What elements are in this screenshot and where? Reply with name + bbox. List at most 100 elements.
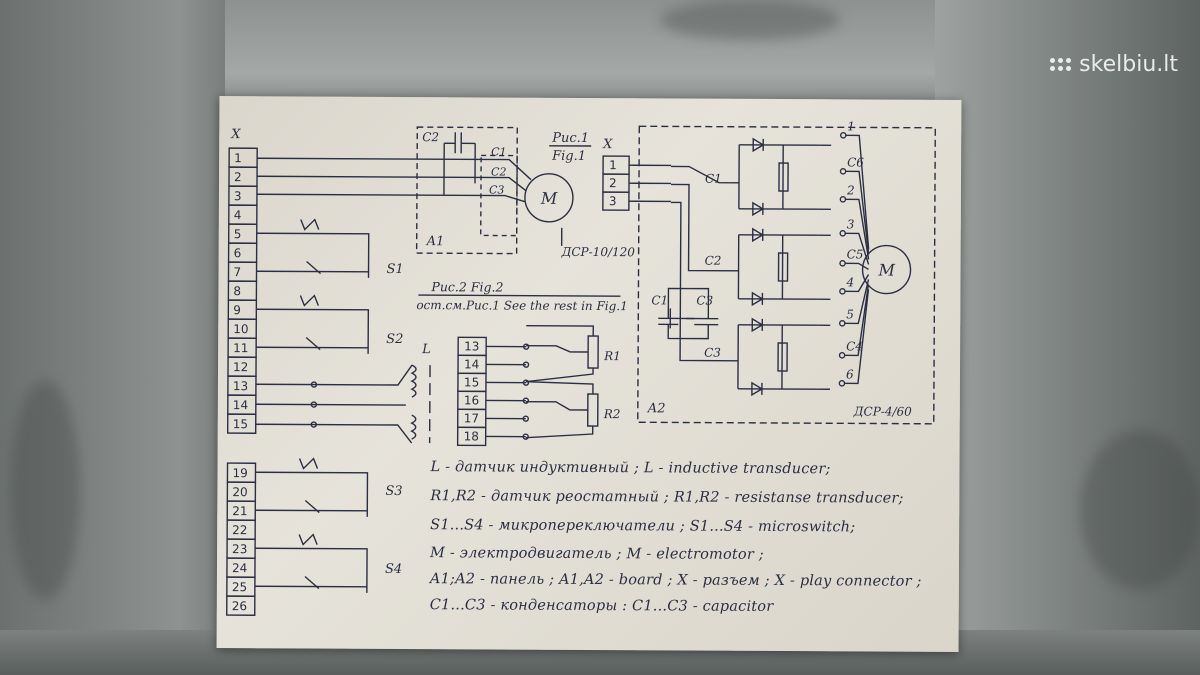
s1-upper-wire xyxy=(256,232,370,278)
connector-x-pin: 10 xyxy=(233,322,248,336)
wire xyxy=(255,403,406,406)
s2-upper-wire xyxy=(256,308,370,354)
connector-x-pin: 6 xyxy=(234,246,242,260)
board-a2-outline xyxy=(637,125,936,425)
terminal-dot xyxy=(522,397,530,404)
resistor-panel-pin: 13 xyxy=(464,339,479,353)
s3-upper-wire xyxy=(255,509,368,512)
connector-x-pin: 19 xyxy=(232,466,247,480)
connector-x-pin: 4 xyxy=(234,208,242,222)
output-terminal xyxy=(838,380,846,387)
bridge-resistor xyxy=(777,252,789,282)
stain xyxy=(660,0,840,40)
s4-upper-wire xyxy=(254,585,367,588)
fig1-title-ru: Рис.1 xyxy=(551,131,589,146)
fig1-c2-label: C2 xyxy=(422,130,439,144)
s1-upper-wire xyxy=(256,270,369,273)
terminal-dot xyxy=(522,433,529,440)
underline xyxy=(418,294,621,297)
motor-m-fig1-label: M xyxy=(540,189,558,208)
a2-capacitor-c1-label: C1 xyxy=(651,293,668,307)
wire xyxy=(667,287,689,319)
stain xyxy=(10,380,80,600)
connector-x-pin: 24 xyxy=(232,561,247,575)
s1-upper-contact xyxy=(300,218,320,231)
inductor-l-label: L xyxy=(421,342,431,357)
legend-line-1: L - датчик индуктивный ; L - inductive t… xyxy=(430,459,831,478)
wire xyxy=(255,423,413,444)
fig2-note: ост.см.Рис.1 See the rest in Fig.1 xyxy=(416,298,628,313)
connector-x-cell xyxy=(226,595,256,616)
legend-line-6: C1...C3 - конденсаторы : C1...C3 - capac… xyxy=(429,597,774,615)
output-wire xyxy=(844,262,869,271)
s4-upper-contact xyxy=(304,575,320,590)
connector-x2-pin: 1 xyxy=(609,158,617,172)
motor-m-fig1 xyxy=(524,173,574,223)
s3-upper-wire xyxy=(255,471,369,517)
resistor-r1 xyxy=(587,335,599,369)
stain xyxy=(1080,430,1200,590)
legend-line-2: R1,R2 - датчик реостатный ; R1,R2 - resi… xyxy=(430,488,904,507)
wire xyxy=(525,368,594,383)
connector-x-pin: 7 xyxy=(233,265,241,279)
board-a2-label: A2 xyxy=(647,401,666,416)
output-terminal xyxy=(839,168,847,175)
output-terminal-label: C6 xyxy=(847,155,864,169)
wire xyxy=(526,344,589,353)
wire xyxy=(255,364,413,386)
resistor-r1-label: R1 xyxy=(603,349,621,363)
output-terminal-label: 1 xyxy=(847,119,855,133)
motor-m-fig2-label: M xyxy=(877,261,895,280)
output-terminal-label: 3 xyxy=(847,217,855,231)
terminal-dot xyxy=(522,361,530,368)
wire xyxy=(688,287,710,319)
a2-c1-tap-label: C1 xyxy=(705,172,722,186)
bridge-resistor xyxy=(777,342,788,372)
wiring-diagram: X 1234567891011121314151920212223242526 … xyxy=(226,119,936,616)
switch-s3-label: S3 xyxy=(385,484,402,499)
a2-c3-tap-label: C3 xyxy=(704,346,721,360)
connector-x-pin: 21 xyxy=(232,504,247,518)
connector-x-pin: 13 xyxy=(233,379,248,393)
wire xyxy=(667,324,709,340)
box-rim-left xyxy=(0,0,225,675)
s2-upper-contact xyxy=(299,294,320,307)
connector-x-pin: 12 xyxy=(233,360,248,374)
switch-s2-label: S2 xyxy=(386,332,403,347)
output-wire xyxy=(845,170,870,255)
connector-x-pin: 1 xyxy=(234,151,242,165)
a2-c2-tap-label: C2 xyxy=(705,254,722,268)
output-terminal-label: 4 xyxy=(845,275,854,289)
bridge-diode xyxy=(751,291,764,307)
output-wire xyxy=(843,289,870,385)
a2-capacitor-c3-label: C3 xyxy=(696,294,713,308)
fig1-tap2-label: C2 xyxy=(491,165,506,178)
fig2-title: Рис.2 Fig.2 xyxy=(430,279,503,294)
s3-upper-contact xyxy=(304,499,320,514)
connector-x-pin: 14 xyxy=(233,398,248,412)
output-terminal xyxy=(838,320,846,327)
wire xyxy=(525,426,594,439)
inductor-l-coil xyxy=(410,364,417,440)
terminal-dot xyxy=(310,401,318,408)
connector-x-pin: 22 xyxy=(232,523,247,537)
s1-upper-contact xyxy=(306,260,321,275)
box-rim-right xyxy=(935,0,1200,675)
wire xyxy=(256,193,526,203)
wire xyxy=(670,201,739,362)
connector-x-pin: 5 xyxy=(234,227,242,241)
connector-x-cell xyxy=(226,413,257,434)
switch-s1-label: S1 xyxy=(387,262,404,277)
connector-x-pin: 15 xyxy=(233,417,248,431)
wire xyxy=(671,165,740,184)
wire xyxy=(526,324,594,337)
wire xyxy=(670,183,739,272)
output-wire xyxy=(844,232,870,265)
connector-x-label: X xyxy=(230,127,241,142)
output-terminal-label: 6 xyxy=(846,367,854,381)
output-terminal-label: 5 xyxy=(846,307,854,321)
rectifier-bridges xyxy=(737,137,832,397)
